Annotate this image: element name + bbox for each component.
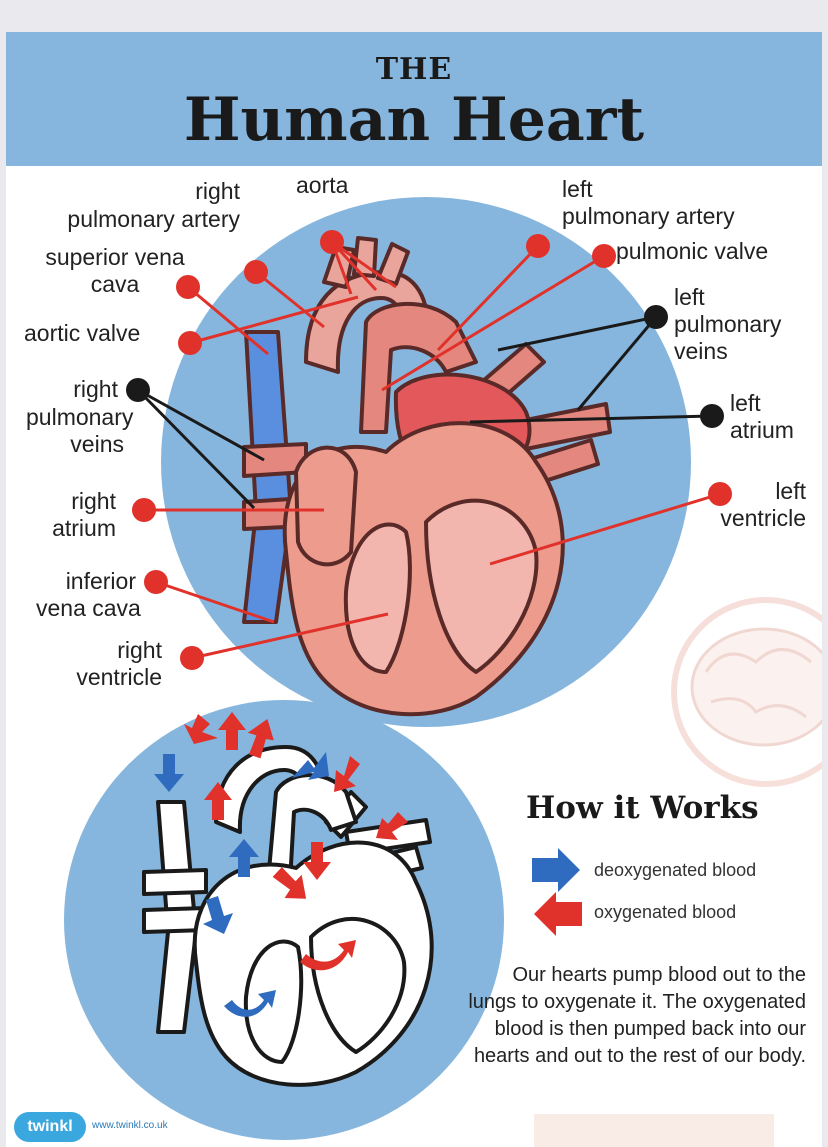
label-aorta: aorta xyxy=(296,172,349,198)
label-right-ventricle: right ventricle xyxy=(76,637,162,690)
superior-vena-cava-marker xyxy=(176,275,200,299)
left-pulmonary-artery-marker xyxy=(526,234,550,258)
label-left-ventricle: left ventricle xyxy=(720,478,806,531)
oxygenated-key-arrow xyxy=(534,892,582,936)
key-deoxygenated-label: deoxygenated blood xyxy=(594,860,757,880)
heart-illustration xyxy=(242,236,612,717)
label-right-pulmonary-artery: right xyxy=(195,178,240,204)
right-atrium-marker xyxy=(132,498,156,522)
aorta-marker xyxy=(320,230,344,254)
left-atrium-marker xyxy=(700,404,724,428)
footer-decoration xyxy=(534,1114,774,1147)
label-left-atrium: left atrium xyxy=(730,390,794,443)
pulmonic-valve-marker xyxy=(592,244,616,268)
deoxygenated-flow-arrows xyxy=(154,752,329,1017)
left-ventricle-marker xyxy=(708,482,732,506)
heart-diagram xyxy=(64,197,822,1147)
oxygenated-flow-arrows xyxy=(184,712,408,971)
right-pulmonary-veins-marker xyxy=(126,378,150,402)
left-pulmonary-veins-marker xyxy=(644,305,668,329)
label-aortic-valve: aortic valve xyxy=(24,320,141,346)
page-title: Human Heart xyxy=(183,85,645,155)
black-markers xyxy=(126,305,724,428)
label-right-pulmonary-veins-line2: pulmonary xyxy=(26,404,134,430)
how-it-works-title: How it Works xyxy=(526,790,759,826)
label-pulmonic-valve: pulmonic valve xyxy=(616,238,769,264)
title-banner xyxy=(6,32,822,166)
label-right-atrium: right atrium xyxy=(52,488,116,541)
red-pointer-lines xyxy=(144,240,721,660)
label-inferior-vena-cava: inferior xyxy=(65,568,136,594)
label-left-pulmonary-artery: left pulmonary artery xyxy=(562,176,735,229)
how-it-works-description: Our hearts pump blood out to the lungs t… xyxy=(468,964,806,1067)
label-left-pulmonary-veins: left pulmonary veins xyxy=(674,284,782,364)
label-superior-vena-cava: superior vena cava xyxy=(45,244,185,297)
aortic-valve-marker xyxy=(178,331,202,355)
inferior-vena-cava-marker xyxy=(144,570,168,594)
label-right-pulmonary-veins-line3: veins xyxy=(70,431,124,457)
deoxygenated-key-arrow xyxy=(532,848,580,892)
footer-url[interactable]: www.twinkl.co.uk xyxy=(92,1120,168,1131)
red-markers xyxy=(132,230,732,670)
label-right-pulmonary-veins: right xyxy=(73,376,118,402)
twinkl-logo[interactable]: twinkl xyxy=(14,1112,86,1142)
brain-decoration xyxy=(671,597,822,787)
poster: THE Human Heart xyxy=(6,32,822,1147)
key-oxygenated-label: oxygenated blood xyxy=(594,902,737,922)
right-pulmonary-artery-marker xyxy=(244,260,268,284)
label-right-pulmonary-artery-line2: pulmonary artery xyxy=(67,206,240,232)
label-inferior-vena-cava-line2: vena cava xyxy=(36,595,141,621)
title-small: THE xyxy=(375,52,453,87)
right-ventricle-marker xyxy=(180,646,204,670)
black-pointer-lines xyxy=(136,315,713,510)
